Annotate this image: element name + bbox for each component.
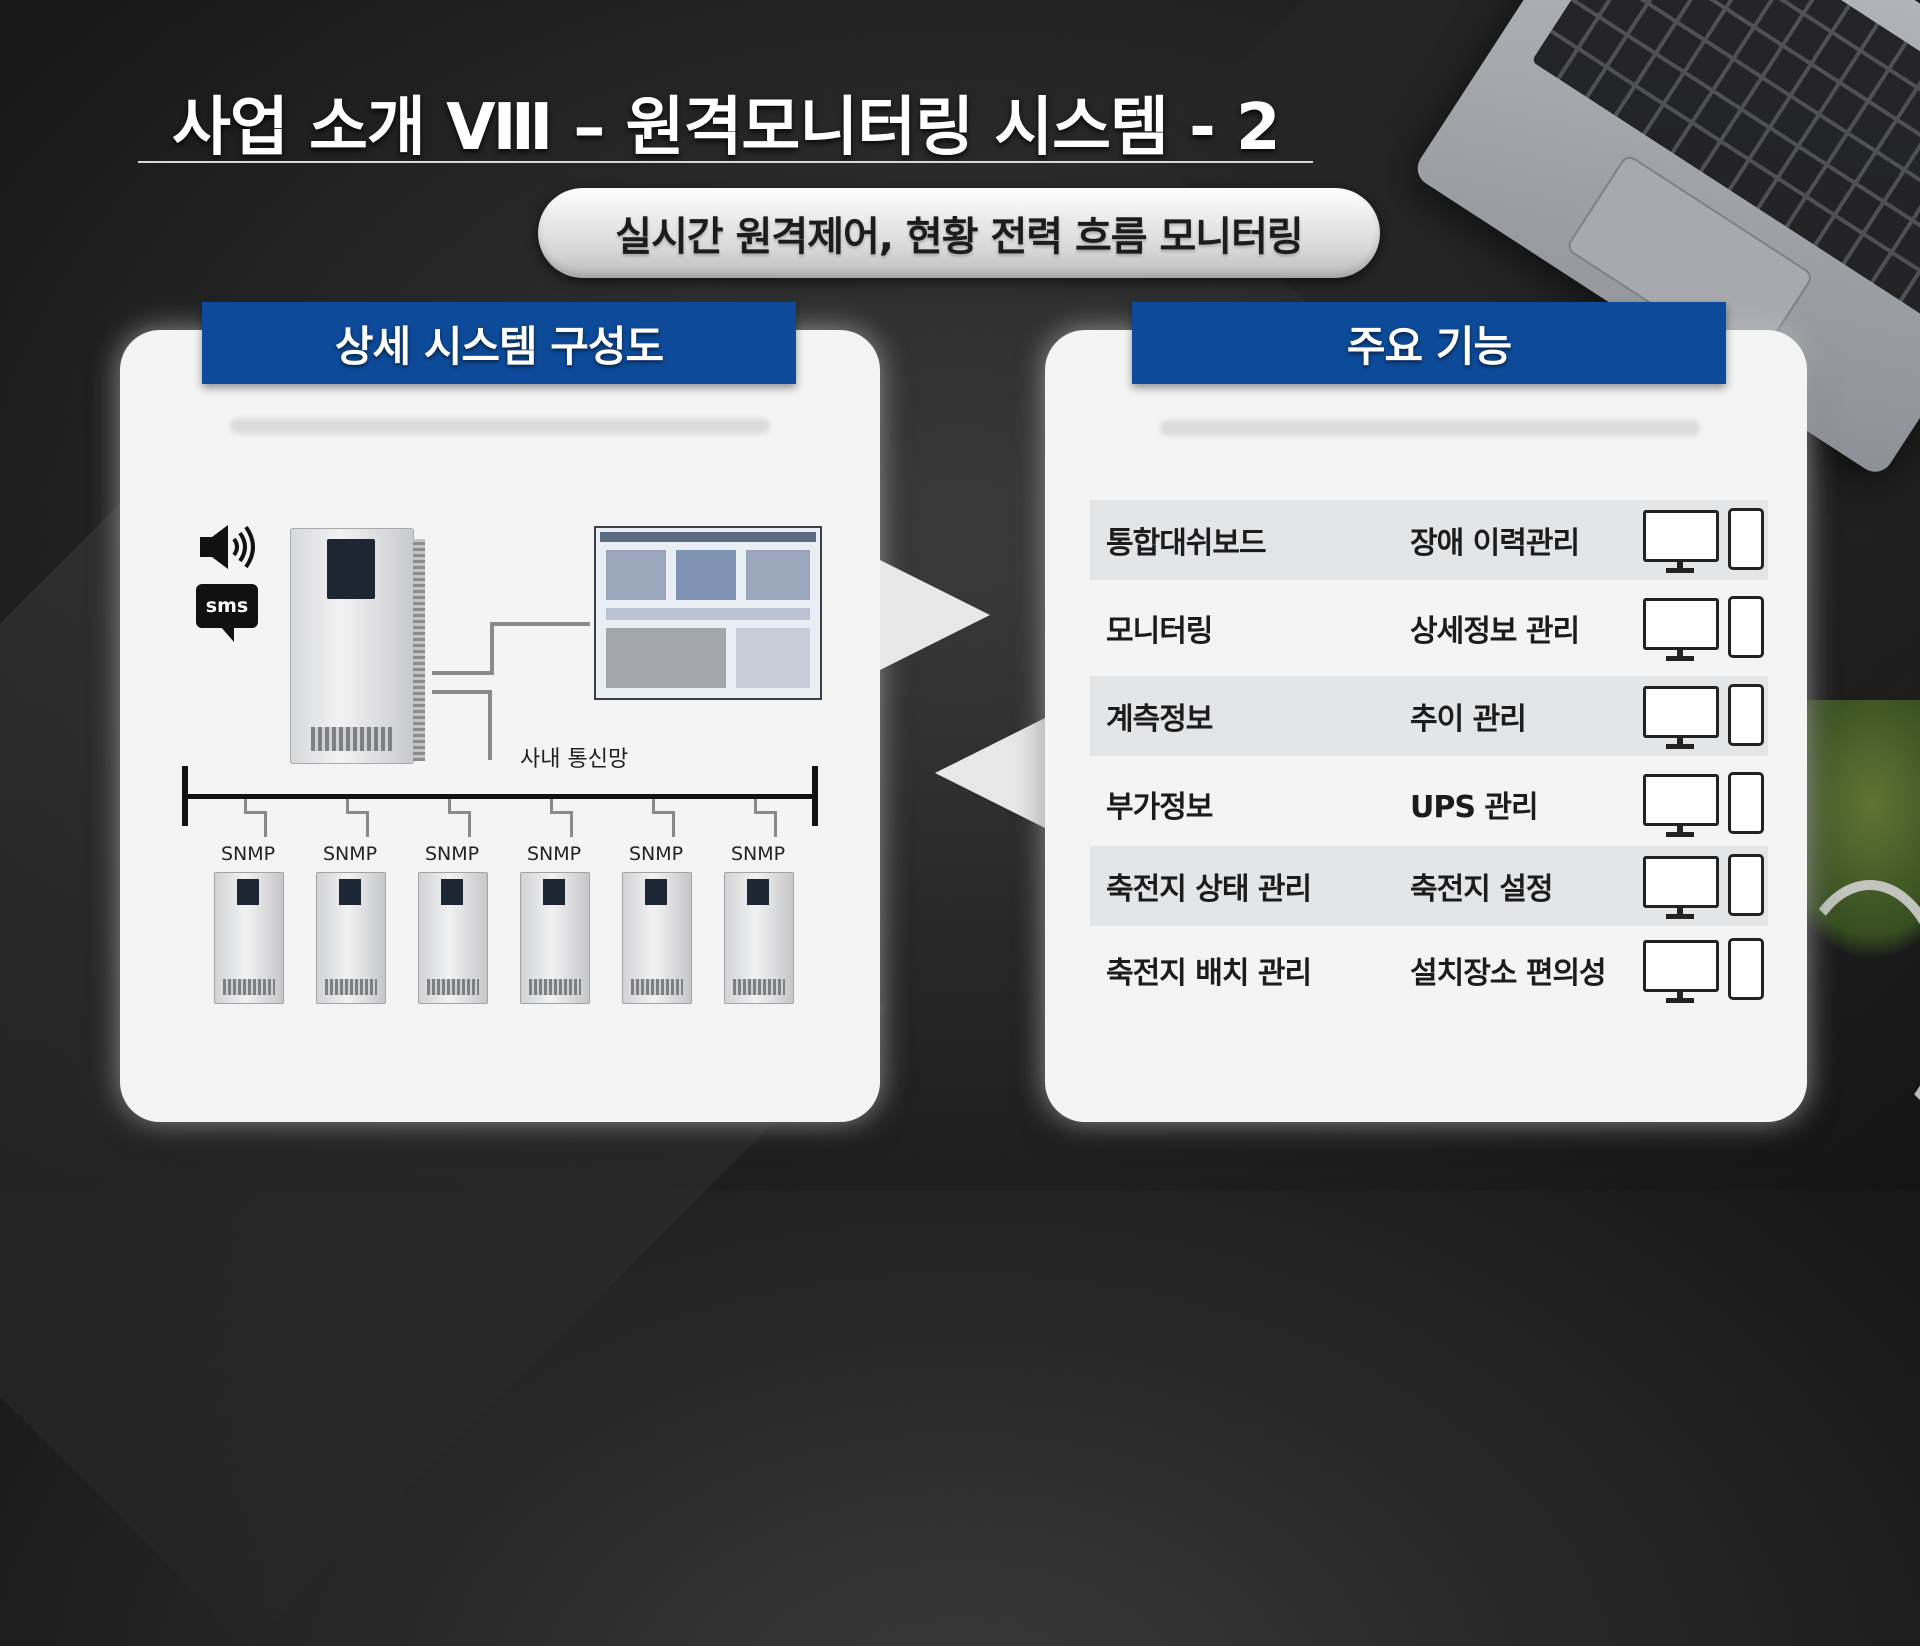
ups-unit: [622, 872, 692, 1004]
features-header-label: 주요 기능: [1346, 321, 1512, 371]
network-bus-end: [182, 766, 188, 826]
arrow-left-icon: [935, 718, 1045, 828]
snmp-label: SNMP: [424, 843, 480, 865]
feature-name: 추이 관리: [1410, 702, 1527, 737]
sms-label: sms: [205, 595, 249, 617]
network-label: 사내 통신망: [520, 747, 629, 772]
snmp-drop-line: [244, 799, 247, 813]
feature-name: 축전지 상태 관리: [1106, 872, 1312, 907]
snmp-drop-line: [550, 799, 553, 813]
feature-row: 축전지 상태 관리 축전지 설정: [1090, 846, 1768, 926]
feature-name: 축전지 배치 관리: [1106, 956, 1312, 991]
connection-line: [488, 690, 492, 760]
system-diagram-header: 상세 시스템 구성도: [202, 302, 796, 384]
snmp-label: SNMP: [220, 843, 276, 865]
connection-line: [432, 690, 492, 694]
snmp-label: SNMP: [730, 843, 786, 865]
phone-icon: [1728, 854, 1764, 916]
feature-name: 상세정보 관리: [1410, 614, 1580, 649]
network-bus-end: [812, 766, 818, 826]
feature-row: 통합대쉬보드 장애 이력관리: [1090, 500, 1768, 580]
monitor-icon: [1643, 856, 1719, 919]
snmp-drop-line: [570, 811, 573, 837]
feature-row: 모니터링 상세정보 관리: [1090, 588, 1768, 668]
connection-line: [432, 671, 492, 675]
blur-bar: [1160, 420, 1700, 436]
snmp-drop-line: [448, 799, 451, 813]
snmp-drop-line: [448, 811, 470, 814]
feature-name: UPS 관리: [1410, 790, 1539, 825]
connection-line: [490, 622, 590, 626]
feature-row: 축전지 배치 관리 설치장소 편의성: [1090, 930, 1768, 1010]
cup-decoration: [1790, 880, 1920, 1130]
feature-name: 통합대쉬보드: [1106, 526, 1267, 561]
subtitle-pill: 실시간 원격제어, 현황 전력 흐름 모니터링: [538, 188, 1380, 278]
ups-unit: [724, 872, 794, 1004]
snmp-drop-line: [346, 811, 368, 814]
snmp-drop-line: [264, 811, 267, 837]
feature-name: 계측정보: [1106, 702, 1213, 737]
arrow-right-icon: [880, 560, 990, 670]
monitor-icon: [1643, 774, 1719, 837]
feature-name: 장애 이력관리: [1410, 526, 1580, 561]
system-diagram-header-label: 상세 시스템 구성도: [334, 321, 664, 371]
subtitle-text: 실시간 원격제어, 현황 전력 흐름 모니터링: [615, 214, 1303, 260]
snmp-label: SNMP: [526, 843, 582, 865]
snmp-drop-line: [652, 799, 655, 813]
snmp-drop-line: [244, 811, 266, 814]
feature-row: 부가정보 UPS 관리: [1090, 764, 1768, 844]
snmp-drop-line: [652, 811, 674, 814]
feature-name: 부가정보: [1106, 790, 1213, 825]
snmp-drop-line: [672, 811, 675, 837]
monitor-icon: [1643, 686, 1719, 749]
snmp-label: SNMP: [322, 843, 378, 865]
speaker-icon: [200, 525, 255, 569]
monitor-icon: [1643, 940, 1719, 1003]
feature-name: 설치장소 편의성: [1410, 956, 1607, 991]
snmp-label: SNMP: [628, 843, 684, 865]
phone-icon: [1728, 596, 1764, 658]
network-bus: [185, 794, 815, 799]
snmp-drop-line: [550, 811, 572, 814]
snmp-drop-line: [346, 799, 349, 813]
title-underline: [138, 161, 1313, 163]
monitoring-screen-image: [594, 526, 822, 700]
ups-unit: [316, 872, 386, 1004]
ups-unit: [418, 872, 488, 1004]
page-title: 사업 소개 Ⅷ – 원격모니터링 시스템 - 2: [172, 91, 1281, 165]
snmp-drop-line: [754, 799, 757, 813]
snmp-drop-line: [754, 811, 776, 814]
snmp-drop-line: [468, 811, 471, 837]
snmp-drop-line: [774, 811, 777, 837]
blur-bar: [230, 418, 770, 434]
feature-name: 축전지 설정: [1410, 872, 1553, 907]
feature-name: 모니터링: [1106, 614, 1213, 649]
phone-icon: [1728, 938, 1764, 1000]
snmp-drop-line: [366, 811, 369, 837]
main-ups-cabinet: [290, 528, 425, 764]
connection-line: [490, 622, 494, 675]
phone-icon: [1728, 508, 1764, 570]
phone-icon: [1728, 684, 1764, 746]
sms-icon: sms: [196, 584, 258, 642]
ups-unit: [520, 872, 590, 1004]
feature-row: 계측정보 추이 관리: [1090, 676, 1768, 756]
monitor-icon: [1643, 510, 1719, 573]
phone-icon: [1728, 772, 1764, 834]
features-header: 주요 기능: [1132, 302, 1726, 384]
ups-unit: [214, 872, 284, 1004]
monitor-icon: [1643, 598, 1719, 661]
